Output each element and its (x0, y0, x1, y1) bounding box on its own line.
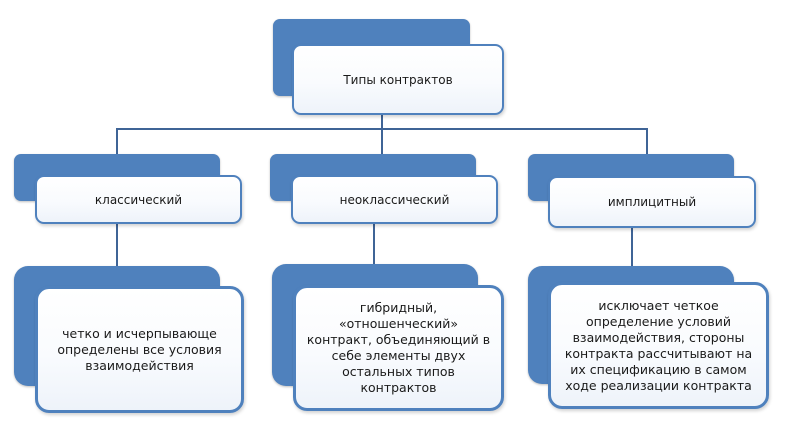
type-label-classical: классический (94, 192, 183, 207)
desc-node-classical: четко и исчерпывающе определены все усло… (35, 286, 244, 413)
connector-center-lower (373, 224, 375, 264)
connector-right-down (646, 128, 648, 154)
root-node: Типы контрактов (292, 44, 504, 115)
type-node-neoclassical: неоклассический (291, 175, 498, 224)
connector-left-down (116, 128, 118, 154)
type-label-implicit: имплицитный (607, 195, 697, 209)
connector-left-lower (116, 224, 118, 266)
desc-node-neoclassical: гибридный, «отношенческий» контракт, объ… (293, 285, 504, 411)
type-description-classical: четко и исчерпывающе определены все усло… (57, 325, 222, 373)
type-node-classical: классический (35, 175, 242, 224)
type-label-neoclassical: неоклассический (339, 192, 450, 207)
diagram-title: Типы контрактов (343, 72, 453, 87)
type-description-neoclassical: гибридный, «отношенческий» контракт, объ… (306, 300, 491, 395)
connector-root-down (381, 115, 383, 129)
connector-center-down (381, 128, 383, 154)
desc-node-implicit: исключает четкое определение условий вза… (548, 282, 769, 409)
type-node-implicit: имплицитный (548, 176, 756, 228)
type-description-implicit: исключает четкое определение условий вза… (564, 297, 753, 393)
connector-right-lower (631, 228, 633, 266)
